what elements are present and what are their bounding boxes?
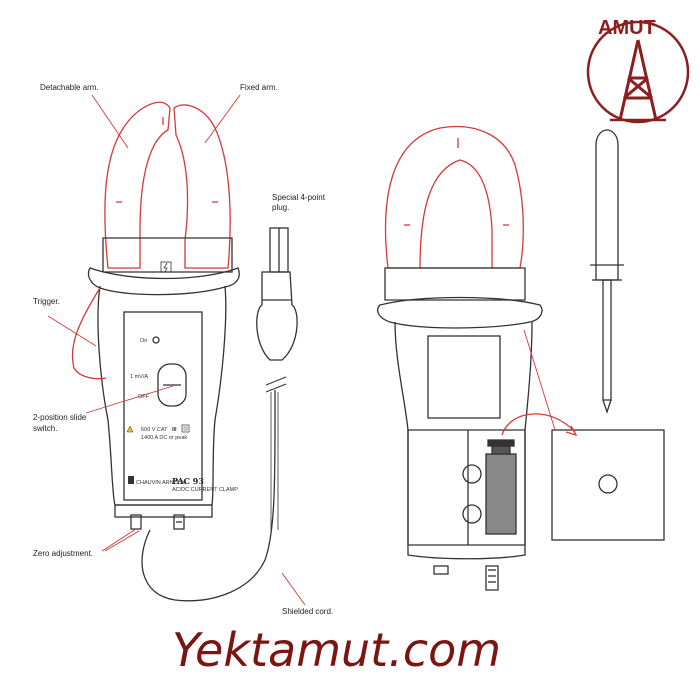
slide-switch bbox=[157, 363, 187, 407]
on-led bbox=[152, 336, 160, 344]
brand-label: CHAUVIN ARNOUX bbox=[136, 480, 186, 486]
fixed-arm bbox=[173, 104, 231, 269]
label-special-plug-2: plug. bbox=[272, 203, 289, 212]
label-shielded-cord: Shielded cord. bbox=[282, 607, 333, 616]
lightning-icon bbox=[163, 262, 168, 273]
label-special-plug-1: Special 4-point bbox=[272, 193, 326, 202]
clamp-body bbox=[97, 285, 227, 506]
off-label: OFF bbox=[138, 394, 150, 400]
battery bbox=[485, 453, 517, 535]
special-plug bbox=[256, 271, 298, 361]
warning-triangle-icon bbox=[126, 425, 134, 433]
right-display-window bbox=[427, 335, 501, 419]
rating-label: 600 V CAT bbox=[141, 427, 168, 433]
trigger bbox=[71, 287, 107, 380]
zero-adjust-knob-right bbox=[173, 514, 185, 530]
device-markings: On 1 mV/A OFF 600 V CAT III 1400 A DC or… bbox=[126, 261, 238, 493]
label-zero-adjustment: Zero adjustment. bbox=[33, 549, 93, 558]
rating-roman: III bbox=[172, 427, 177, 433]
right-jaws bbox=[384, 126, 524, 269]
battery-cover bbox=[551, 429, 665, 541]
amut-logo: AMUT bbox=[586, 17, 690, 124]
label-fixed-arm: Fixed arm. bbox=[240, 83, 278, 92]
scale-label: 1 mV/A bbox=[130, 374, 148, 380]
detachable-arm bbox=[104, 101, 171, 269]
brand-logo bbox=[128, 476, 134, 484]
left-clamp bbox=[71, 101, 298, 602]
shielded-cord bbox=[141, 389, 276, 602]
peak-label: 1400 A DC or peak bbox=[141, 435, 187, 441]
right-guard-ring bbox=[377, 296, 543, 329]
label-slide-switch-1: 2-position slide bbox=[33, 413, 87, 422]
label-trigger: Trigger. bbox=[33, 297, 60, 306]
watermark-text: Yektamut.com bbox=[172, 623, 501, 677]
screwdriver bbox=[595, 129, 619, 281]
label-slide-switch-2: switch. bbox=[33, 424, 57, 433]
front-panel bbox=[123, 311, 203, 501]
on-label: On bbox=[140, 338, 147, 344]
labels: Detachable arm. Fixed arm. Special 4-poi… bbox=[33, 83, 333, 616]
callouts bbox=[47, 94, 306, 606]
logo-text: AMUT bbox=[598, 17, 656, 39]
model-label: PAC 93 bbox=[172, 476, 204, 486]
right-clamp bbox=[377, 126, 665, 591]
label-detachable-arm: Detachable arm. bbox=[40, 83, 99, 92]
double-insulation-icon bbox=[181, 424, 190, 433]
tagline-label: AC/DC CURRENT CLAMP bbox=[172, 487, 238, 493]
